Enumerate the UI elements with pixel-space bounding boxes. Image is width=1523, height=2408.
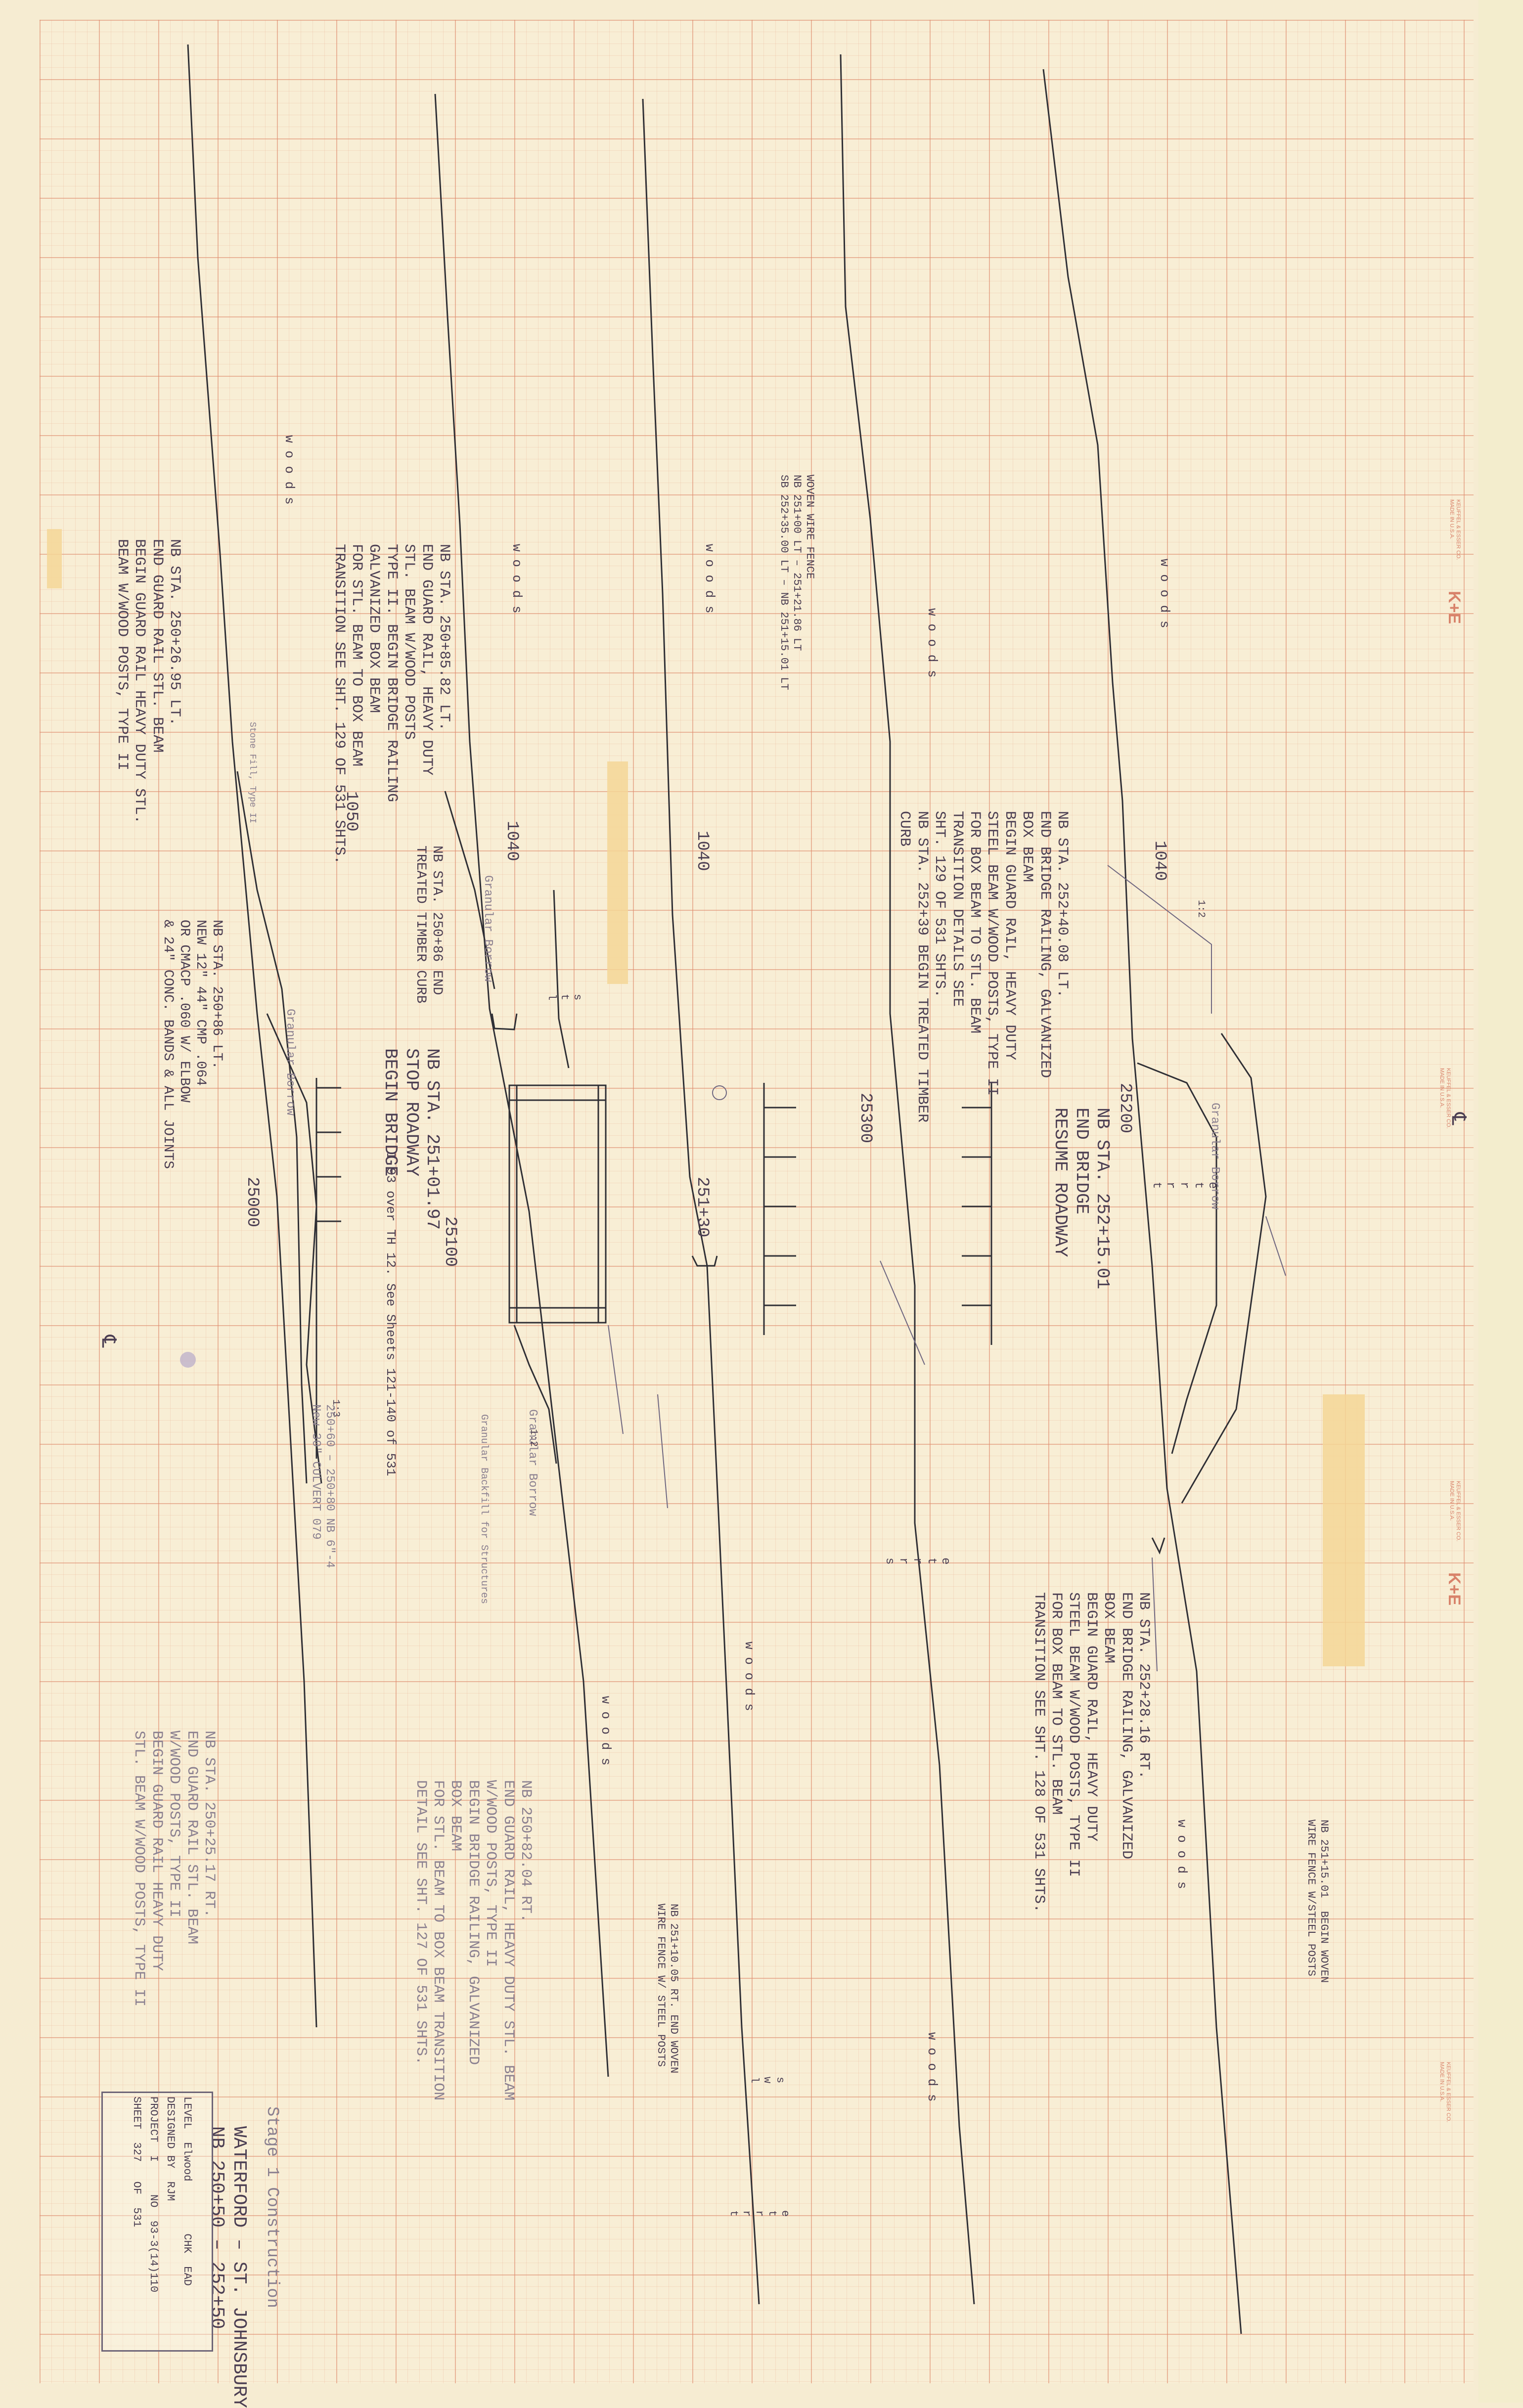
ditch-line-4 xyxy=(840,54,975,2305)
centerline-mark: ℄ xyxy=(96,1335,118,1348)
bridge-deck xyxy=(508,1084,607,1324)
notch xyxy=(691,1255,718,1267)
note-woven-fence-top: WOVEN WIRE FENCE NB 251+00 LT – 251+21.8… xyxy=(778,475,816,690)
slope-label: 1:2 xyxy=(1195,900,1207,918)
tape-strip xyxy=(607,761,628,984)
ditch-letters: e t r r t xyxy=(727,2210,791,2217)
woods-label: w o o d s xyxy=(598,1696,613,1766)
note-bridge-ref: I 93 over TH 12. See Sheets 121-140 of 5… xyxy=(383,1152,398,1476)
granular-borrow-label: Granular Borrow xyxy=(481,875,494,982)
woods-label: w o o d s xyxy=(1157,559,1172,628)
station-label: 251+30 xyxy=(693,1177,712,1238)
notch xyxy=(491,1013,518,1030)
note-nb-252-40: NB STA. 252+40.08 LT. END BRIDGE RAILING… xyxy=(896,811,1071,1123)
ditch-letters: s w l xyxy=(748,2077,786,2084)
granular-borrow-label: Granular Borrow xyxy=(283,1009,297,1116)
graph-paper-grid xyxy=(40,20,1474,2383)
elevation-label: 1040 xyxy=(502,821,521,861)
ditch-letters: s t l xyxy=(545,994,583,1001)
ditch-letters: e t r r s xyxy=(882,1558,952,1565)
note-nb-250-86-pipe: NB STA. 250+86 LT. NEW 12" 44" CMP .064 … xyxy=(160,920,224,1169)
station-label: 25000 xyxy=(243,1177,262,1228)
ke-logo: K+E xyxy=(1445,1572,1464,1606)
granular-borrow-left xyxy=(266,1013,322,1484)
tape-strip xyxy=(1323,1394,1365,1666)
granular-borrow-label: Granular Borrow xyxy=(526,1409,539,1516)
woods-label: w o o d s xyxy=(509,544,524,614)
woods-label: w o o d s xyxy=(925,608,940,678)
notch xyxy=(1151,1537,1165,1555)
note-nb-252-15: NB STA. 252+15.01 END BRIDGE RESUME ROAD… xyxy=(1050,1108,1113,1290)
title-block xyxy=(101,2092,213,2352)
ditch-letters: e t r r t xyxy=(1149,1182,1219,1189)
stone-fill-label: Stone Fill, Type II xyxy=(247,722,257,824)
station-label: 25100 xyxy=(441,1216,459,1267)
ditch-line-3 xyxy=(642,98,760,2305)
ke-logo: K+E xyxy=(1445,591,1464,624)
woods-label: w o o d s xyxy=(925,2032,940,2102)
ditch-line-5 xyxy=(1042,69,1242,2334)
note-nb-251-15-fence: NB 251+15.01 BEGIN WOVEN WIRE FENCE W/ST… xyxy=(1305,1820,1330,1983)
ke-brand-text: KEUFFEL & ESSER CO. MADE IN U.S.A. xyxy=(1448,499,1461,560)
ke-brand-text: KEUFFEL & ESSER CO. MADE IN U.S.A. xyxy=(1438,1068,1451,1129)
paper-edge-strip xyxy=(1478,0,1523,2403)
slope-label: 1:2 xyxy=(528,1429,539,1447)
note-nb-250-82: NB 250+82.04 RT. END GUARD RAIL, HEAVY D… xyxy=(412,1780,534,2101)
tape-strip xyxy=(47,529,62,588)
ke-brand-text: KEUFFEL & ESSER CO. MADE IN U.S.A. xyxy=(1448,1481,1461,1542)
note-nb-250-25: NB STA. 250+25.17 RT. END GUARD RAIL STL… xyxy=(131,1731,218,2007)
note-underdrain: 250+60 – 250+80 NB 6"-4 New 30" CULVERT … xyxy=(309,1404,336,1568)
granular-borrow-right xyxy=(1181,1033,1267,1504)
note-nb-250-26: NB STA. 250+26.95 LT. END GUARD RAIL STL… xyxy=(113,539,183,824)
title-block-text: LEVEL Elwood CHK EAD DESIGNED BY RJM PRO… xyxy=(130,2096,193,2293)
note-stage: Stage 1 Construction xyxy=(263,2106,281,2309)
granular-backfill-label: Granular Backfill for Structures xyxy=(478,1414,490,1605)
woods-label: w o o d s xyxy=(282,435,297,505)
elevation-label: 1040 xyxy=(693,831,712,871)
note-nb-250-86-end: NB STA. 250+86 END TREATED TIMBER CURB xyxy=(412,846,445,1004)
granular-borrow-label: Granular Borrow xyxy=(1208,1103,1221,1210)
elevation-label: 1040 xyxy=(1150,841,1169,881)
station-label: 25300 xyxy=(856,1093,875,1144)
woods-label: w o o d s xyxy=(742,1642,757,1711)
woods-label: w o o d s xyxy=(1174,1820,1189,1889)
note-nb-251-10-fence: NB 251+10.05 RT. END WOVEN WIRE FENCE W/… xyxy=(655,1904,680,2074)
ke-brand-text: KEUFFEL & ESSER CO. MADE IN U.S.A. xyxy=(1438,2062,1451,2123)
ditch-line-1 xyxy=(187,44,317,2028)
station-label: 25200 xyxy=(1116,1083,1134,1134)
ditch-line-2 xyxy=(434,93,609,2077)
note-nb-250-85: NB STA. 250+85.82 LT. END GUARD RAIL, HE… xyxy=(330,544,452,865)
note-nb-252-28: NB STA. 252+28.16 RT. END BRIDGE RAILING… xyxy=(1030,1592,1152,1913)
woods-label: w o o d s xyxy=(702,544,717,614)
